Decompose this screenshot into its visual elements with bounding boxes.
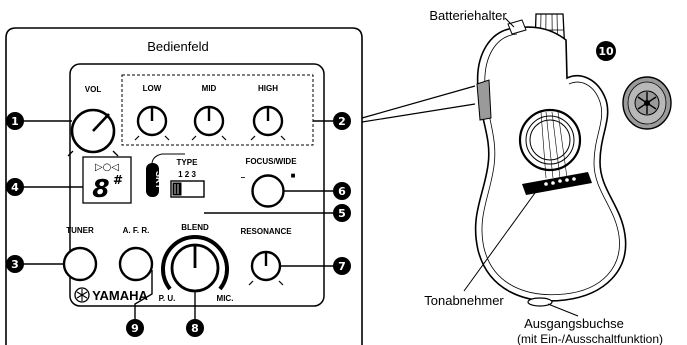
yamaha-logo-icon	[74, 287, 90, 303]
type-label: TYPE	[177, 158, 199, 167]
callout-6: 6	[333, 182, 351, 200]
type-positions: 1 2 3	[178, 170, 196, 179]
focus-wide-label: FOCUS/WIDE	[245, 157, 297, 166]
tuner-display: ▷○◁ 8 #	[82, 156, 132, 204]
focus-wide-button[interactable]	[251, 174, 285, 208]
srt-badge: SRT	[146, 163, 164, 197]
svg-text:9: 9	[131, 322, 139, 335]
control-panel: Bedienfeld VOL LOW MID HIGH	[5, 27, 363, 345]
callout-1: 1	[6, 112, 24, 130]
panel-face	[69, 63, 325, 307]
low-knob[interactable]	[136, 105, 168, 137]
focus-square: ■	[291, 171, 296, 180]
svg-text:5: 5	[338, 207, 346, 220]
output-jack-note: (mit Ein-/Ausschaltfunktion)	[517, 332, 663, 345]
battery-holder-label: Batteriehalter	[429, 8, 507, 23]
high-knob[interactable]	[252, 105, 284, 137]
low-label: LOW	[143, 84, 162, 93]
callout-9: 9	[126, 319, 144, 337]
mid-label: MID	[202, 84, 217, 93]
high-label: HIGH	[258, 84, 278, 93]
panel-title: Bedienfeld	[147, 39, 208, 54]
tuner-sharp: #	[113, 173, 123, 187]
blend-knob[interactable]	[170, 243, 220, 293]
type-switch[interactable]	[170, 180, 205, 198]
svg-text:8: 8	[191, 322, 199, 335]
pickup-label: Tonabnehmer	[424, 293, 504, 308]
tuner-digit: 8	[92, 174, 109, 203]
svg-text:2: 2	[338, 115, 346, 128]
focus-minus: –	[241, 173, 246, 182]
blend-label: BLEND	[181, 223, 209, 232]
callout-4: 4	[6, 178, 24, 196]
eq-group	[121, 74, 314, 146]
resonance-label: RESONANCE	[240, 227, 292, 236]
yamaha-pick-icon	[622, 76, 672, 130]
blend-pu-label: P. U.	[159, 294, 176, 303]
svg-text:1: 1	[11, 115, 19, 128]
callout-3: 3	[6, 255, 24, 273]
srt-label: SRT	[154, 171, 164, 190]
resonance-knob[interactable]	[250, 250, 282, 282]
afr-button[interactable]	[118, 246, 154, 282]
output-jack-label: Ausgangsbuchse	[524, 316, 624, 331]
callout-5: 5	[333, 204, 351, 222]
brand-label: YAMAHA	[92, 288, 148, 303]
callout-2: 2	[333, 112, 351, 130]
vol-knob[interactable]	[70, 108, 116, 154]
svg-text:4: 4	[11, 181, 19, 194]
callout-10: 10	[596, 41, 616, 61]
guitar-illustration	[474, 13, 627, 307]
blend-arc	[161, 235, 229, 291]
svg-text:3: 3	[11, 258, 19, 271]
svg-text:10: 10	[598, 45, 614, 58]
tuner-button[interactable]	[62, 246, 98, 282]
svg-text:7: 7	[338, 260, 346, 273]
blend-mic-label: MIC.	[217, 294, 234, 303]
tuner-indicator: ▷○◁	[95, 162, 119, 173]
mid-knob[interactable]	[193, 105, 225, 137]
callout-7: 7	[333, 257, 351, 275]
vol-label: VOL	[85, 85, 102, 94]
afr-label: A. F. R.	[123, 226, 150, 235]
svg-text:6: 6	[338, 185, 346, 198]
callout-8: 8	[186, 319, 204, 337]
tuner-label: TUNER	[66, 226, 94, 235]
